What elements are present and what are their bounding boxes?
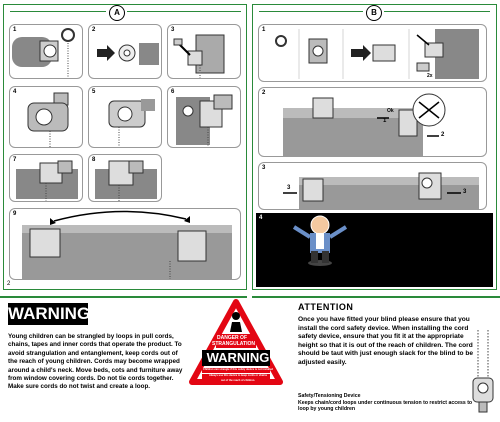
step-b4-illustration [260,213,489,287]
step-number: 2 [262,90,266,96]
step-a2: 2 [88,24,162,79]
danger-small1: Children can strangle if this safety dev… [202,368,274,371]
step-a8: 8 [88,154,162,202]
danger-strangulation-label [189,299,283,385]
step-b-row2: 2 Ok 1 2 [258,87,487,157]
step-b1-illustration [275,29,479,79]
step-a4-illustration [27,92,69,147]
page-number-a: 2 [7,281,11,287]
panel-b-header-line-left [259,11,363,12]
ok-label: Ok [387,108,394,114]
page-number-b: 3 [485,281,489,287]
step-b-row4: 4 [256,213,493,287]
danger-line1: DANGER OF [217,335,247,341]
step-number: 6 [171,89,175,95]
arrow-3b-label: 3 [463,189,467,195]
attention-title: ATTENTION [298,302,354,312]
arrow-3-label: 3 [287,185,291,191]
warning-body: Young children can be strangled by loops… [8,333,183,391]
step-b-row3: 3 3 3 [258,162,487,210]
safety-device-desc: Keeps chain/cord loops under continuous … [298,400,473,412]
panel-a-badge: A [109,5,125,21]
step-b2-illustration [283,93,446,156]
step-a3: 3 [167,24,241,79]
danger-word: WARNING [206,350,270,365]
step-a6-illustration [176,94,233,147]
step-a7-illustration [16,160,78,201]
step-number: 1 [262,27,266,33]
step-a6: 6 [167,86,241,148]
panel-a: A 1 2 3 4 [3,4,247,290]
panel-a-header-line-right [127,11,241,12]
step-b3-illustration [283,172,479,209]
step-b-row1: 1 2x [258,24,487,82]
step-number: 4 [259,215,263,221]
danger-small2: Always use this device to keep cords or … [208,374,268,377]
step-a9: 9 [9,208,241,280]
danger-small3: out of the reach of children. [220,379,256,382]
count-2x-label: 2x [427,73,433,79]
panel-a-header-line-left [10,11,106,12]
step-a8-illustration [95,160,157,201]
step-number: 3 [262,165,266,171]
step-a5: 5 [88,86,162,148]
panel-b-header-line-right [384,11,490,12]
warning-title: WARNING [8,303,91,325]
step-a1-illustration [12,28,75,77]
step-a1: 1 [9,24,83,79]
panel-b-badge: B [366,5,382,21]
step-number: 5 [92,89,96,95]
step-a9-illustration [22,210,232,279]
danger-line2: STRANGULATION [212,341,255,347]
panel-b: B 1 2x 2 [252,4,497,290]
attention-body: Once you have fitted your blind please e… [298,316,474,366]
step-a7: 7 [9,154,83,202]
step-number: 8 [92,157,96,163]
step-number: 3 [171,27,175,33]
arrow-2-label: 2 [441,132,445,138]
step-number: 4 [13,89,17,95]
step-number: 1 [13,27,17,33]
step-number: 2 [92,27,96,33]
step-a5-illustration [108,99,155,147]
divider-right [252,296,500,298]
safety-device-title: Safety/Tensioning Device [298,393,361,399]
arrow-1-label: 1 [383,118,387,124]
step-number: 9 [13,211,17,217]
step-a4: 4 [9,86,83,148]
step-a3-illustration [173,34,225,78]
divider-left [0,296,247,298]
step-a2-illustration [97,43,159,65]
safety-device-illustration [472,330,494,413]
step-number: 7 [13,157,17,163]
